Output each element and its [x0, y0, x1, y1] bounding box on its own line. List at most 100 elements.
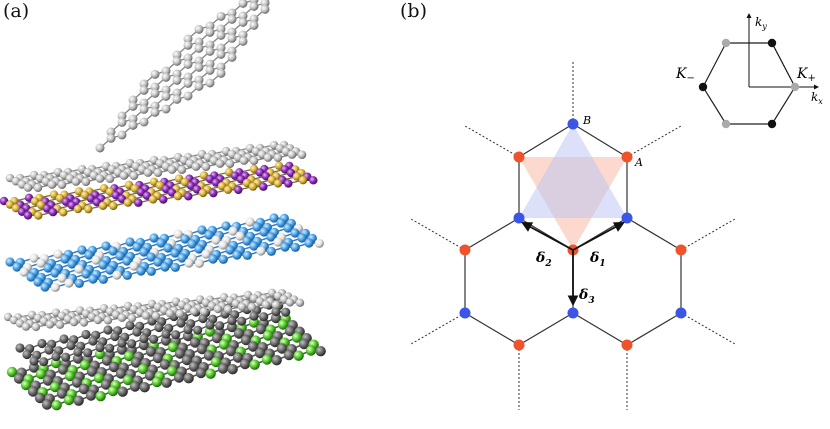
atom-sphere: [249, 20, 259, 30]
atom-sphere: [271, 300, 281, 310]
atom-sphere: [238, 17, 248, 27]
atom-sphere: [233, 328, 245, 339]
atom-sphere: [249, 14, 259, 24]
atom-sphere: [242, 250, 252, 260]
brillouin-zone-inset: ky kx K− K+: [675, 13, 823, 129]
atom-sphere: [146, 266, 156, 276]
delta1-arrow: [572, 221, 625, 251]
atom-sphere: [57, 180, 67, 189]
atom-sphere: [173, 229, 183, 239]
atom-sphere: [150, 88, 160, 98]
atom-sphere: [287, 150, 297, 159]
atom-sphere: [281, 307, 291, 317]
atom-sphere: [280, 242, 290, 252]
atom-sphere: [285, 298, 295, 307]
atom-sphere: [123, 198, 133, 207]
bz-k-point: [721, 119, 731, 129]
atom-sphere: [216, 49, 226, 59]
bz-k-point: [767, 38, 777, 48]
atom-sphere: [194, 81, 204, 91]
atom-sphere: [39, 357, 49, 367]
atom-sphere: [172, 94, 182, 104]
atom-sphere: [261, 300, 271, 309]
atom-sphere: [22, 349, 32, 360]
atom-sphere: [172, 56, 182, 66]
atom-sphere: [183, 372, 194, 384]
atom-sphere: [112, 270, 122, 280]
atom-sphere: [270, 312, 282, 324]
atom-sphere: [50, 357, 62, 369]
atom-sphere: [44, 345, 54, 355]
atom-sphere: [125, 237, 135, 247]
atom-sphere: [12, 262, 22, 272]
atom-sphere: [194, 56, 204, 66]
atom-sphere: [183, 53, 193, 63]
atom-sphere: [209, 188, 218, 198]
atom-sphere: [77, 245, 87, 255]
sublattice-b-triangle: [519, 124, 627, 218]
atom-sphere: [184, 192, 193, 201]
atom-sphere: [247, 302, 257, 312]
atom-sphere: [290, 242, 300, 252]
atom-sphere: [93, 315, 103, 325]
atom-sphere: [205, 368, 216, 379]
atom-sphere: [122, 256, 132, 266]
atom-sphere: [95, 174, 105, 183]
panel-label-a: (a): [3, 0, 30, 22]
atom-sphere: [235, 231, 245, 241]
atom-sphere: [139, 85, 149, 95]
atom-sphere: [283, 349, 295, 361]
atom-sphere: [176, 318, 186, 328]
atom-sphere: [208, 254, 218, 264]
atom-sphere: [173, 192, 183, 201]
atom-sphere: [106, 133, 116, 143]
atom-sphere: [107, 385, 119, 397]
atom-sphere: [167, 341, 179, 353]
atom-sphere: [132, 242, 142, 252]
atom-sphere: [31, 322, 41, 332]
atom-sphere: [33, 183, 43, 192]
site-b: [567, 307, 579, 319]
atom-sphere: [216, 68, 226, 78]
atom-sphere: [273, 237, 283, 247]
atom-sphere: [177, 165, 187, 174]
atom-sphere: [103, 316, 113, 325]
atom-sphere: [60, 254, 70, 264]
label-k-minus: K−: [675, 66, 695, 84]
atom-sphere: [254, 347, 266, 359]
atom-sphere: [117, 338, 127, 348]
atom-sphere: [198, 188, 208, 198]
atom-sphere: [117, 111, 127, 121]
atom-sphere: [210, 356, 222, 368]
atom-sphere: [238, 30, 248, 40]
atom-sphere: [51, 351, 61, 362]
atom-sphere: [183, 91, 193, 101]
label-delta2: δ2: [535, 250, 552, 269]
atom-sphere: [81, 269, 91, 279]
atom-sphere: [139, 117, 149, 127]
atom-sphere: [160, 262, 170, 272]
atom-sphere: [139, 79, 149, 89]
atom-sphere: [167, 165, 177, 174]
atom-sphere: [276, 218, 286, 228]
atom-sphere: [225, 159, 235, 168]
atom-sphere: [34, 211, 43, 220]
atom-sphere: [304, 238, 314, 248]
honeycomb-lattice-diagram: B A δ1 δ2 δ3: [410, 62, 736, 410]
atom-sphere: [184, 258, 194, 268]
atom-sphere: [29, 356, 39, 366]
atom-sphere: [196, 343, 208, 355]
atom-sphere: [71, 177, 81, 186]
atom-sphere: [297, 233, 307, 243]
atom-sphere: [227, 8, 237, 18]
atom-sphere: [239, 156, 249, 165]
atom-sphere: [130, 357, 142, 368]
atom-sphere: [129, 171, 139, 180]
atom-sphere: [183, 78, 193, 88]
atom-sphere: [49, 381, 61, 393]
atom-sphere: [240, 334, 252, 346]
atom-sphere: [63, 394, 75, 406]
atom-sphere: [108, 361, 120, 373]
atom-sphere: [194, 43, 204, 53]
atom-sphere: [187, 239, 197, 249]
